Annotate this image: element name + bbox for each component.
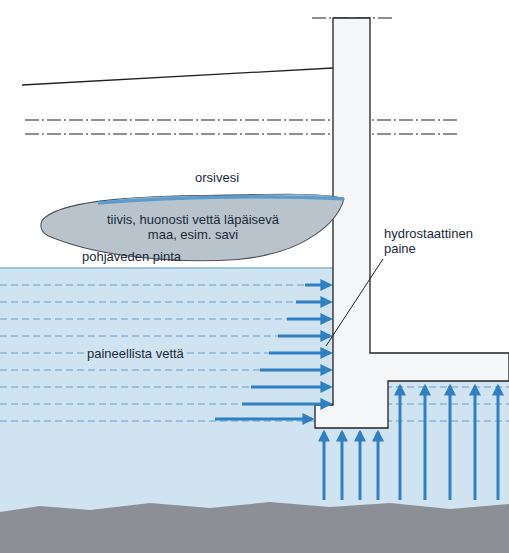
ground-line <box>22 68 333 85</box>
pressure-label: hydrostaattinen paine <box>384 226 484 256</box>
soil-label: tiivis, huonosti vettä läpäisevä maa, es… <box>103 212 283 242</box>
pressure-arrows <box>215 285 498 500</box>
water-table-line <box>0 267 333 269</box>
break-lines <box>25 18 460 134</box>
foundation-wall <box>315 18 509 428</box>
perched-water-label: orsivesi <box>195 170 239 185</box>
pressurized-water-label: paineellista vettä <box>85 346 186 361</box>
bedrock <box>0 502 509 553</box>
groundwater <box>0 268 509 520</box>
water-table-label: pohjaveden pinta <box>82 249 181 264</box>
leader-line <box>326 259 383 346</box>
